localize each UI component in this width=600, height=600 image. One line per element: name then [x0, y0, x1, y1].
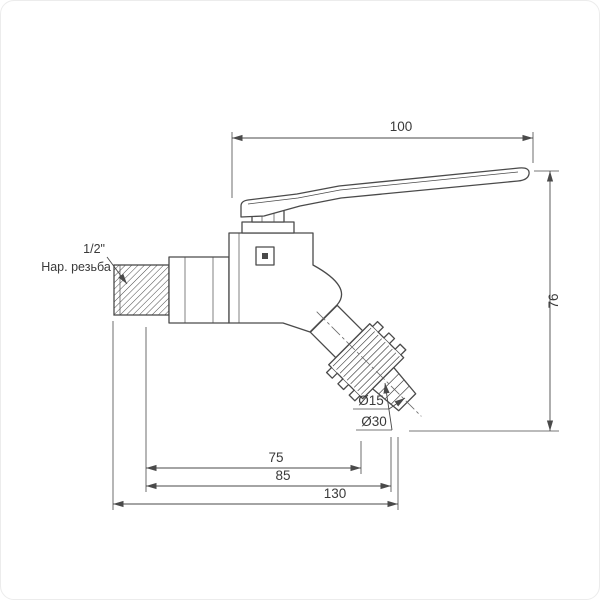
- union-nut: [168, 256, 230, 324]
- male-thread: [113, 264, 170, 316]
- dim-75-label: 75: [268, 450, 283, 465]
- barb-rib-line: [390, 385, 410, 405]
- thread-leader-line: [106, 256, 128, 285]
- outlet-spout: [309, 304, 422, 417]
- packing-gland: [241, 221, 295, 234]
- dim-d15-label: Ø15: [358, 393, 384, 408]
- thread-hatched-section: [113, 264, 170, 316]
- dim-130-label: 130: [324, 486, 347, 501]
- thread-type-label: Нар. резьба: [41, 260, 111, 274]
- lever-handle: [240, 167, 530, 218]
- collar-root-line: [328, 364, 363, 399]
- dim-85-label: 85: [275, 468, 290, 483]
- dim-d15-leader: [388, 397, 406, 410]
- collar-root-line: [369, 323, 404, 358]
- lever-handle-outline: [240, 167, 530, 218]
- dimension-75: 75: [145, 327, 362, 492]
- dim-76-label: 76: [546, 293, 561, 308]
- dim-100-label: 100: [390, 119, 413, 134]
- body-stamp: [255, 246, 275, 266]
- stamp-inner-square: [262, 253, 268, 259]
- dim-d30-label: Ø30: [361, 414, 387, 429]
- thread-callout: 1/2" Нар. резьба: [41, 242, 128, 285]
- dimension-85: 85: [146, 437, 392, 492]
- dimension-handle-length: 100: [231, 119, 534, 198]
- lever-handle-highlight: [247, 171, 519, 205]
- tap-assembly: [113, 167, 530, 417]
- dimension-height: 76: [409, 170, 561, 432]
- spout-centerline: [316, 311, 422, 417]
- barb-rib-line: [384, 380, 404, 400]
- dimension-overall-length: 130: [112, 321, 399, 510]
- union-nut-body: [168, 256, 230, 324]
- dimension-outlet-diameters: Ø15 Ø30: [353, 382, 406, 431]
- thread-size-label: 1/2": [83, 242, 105, 256]
- dim-d30-leader: [383, 382, 393, 431]
